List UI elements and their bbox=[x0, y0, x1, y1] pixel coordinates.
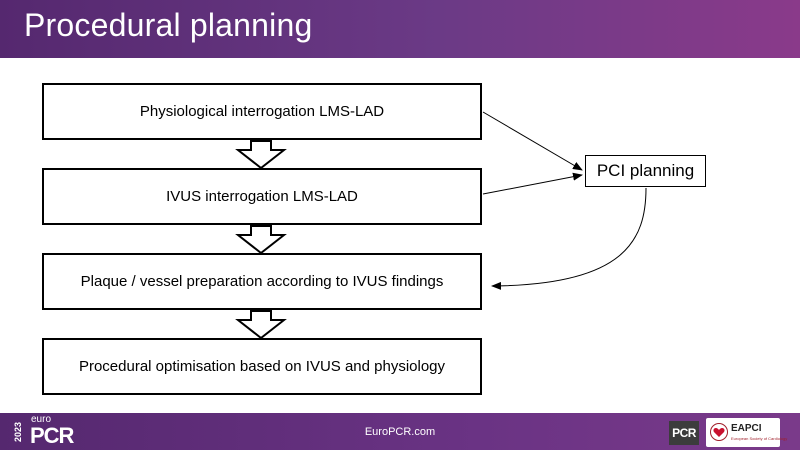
down-arrow-2 bbox=[235, 225, 287, 255]
arrow-pci-to-preparation bbox=[491, 187, 647, 290]
eapci-badge-logo: EAPCI European Society of Cardiology bbox=[706, 418, 787, 447]
step-box-preparation: Plaque / vessel preparation according to… bbox=[42, 253, 482, 310]
europcr-logo: PCR bbox=[30, 423, 74, 448]
step-label: IVUS interrogation LMS-LAD bbox=[166, 188, 358, 205]
eapci-text: EAPCI bbox=[731, 423, 762, 434]
pcr-badge-text: PCR bbox=[672, 426, 696, 440]
eapci-subtitle: European Society of Cardiology bbox=[731, 436, 788, 441]
logo-euro: euro bbox=[31, 414, 52, 425]
arrow-physiology-to-pci bbox=[482, 111, 583, 171]
footer-url: EuroPCR.com bbox=[364, 426, 436, 438]
down-arrow-1 bbox=[235, 140, 287, 170]
pcr-badge-logo: PCR bbox=[669, 421, 699, 445]
step-box-optimisation: Procedural optimisation based on IVUS an… bbox=[42, 338, 482, 395]
heart-icon bbox=[710, 423, 728, 441]
step-label: Procedural optimisation based on IVUS an… bbox=[78, 358, 446, 375]
step-label: Physiological interrogation LMS-LAD bbox=[139, 103, 385, 120]
footer-bar bbox=[0, 413, 800, 450]
step-box-physiological: Physiological interrogation LMS-LAD bbox=[42, 83, 482, 140]
pci-planning-box: PCI planning bbox=[585, 155, 706, 187]
arrow-ivus-to-pci bbox=[482, 172, 583, 195]
pci-planning-label: PCI planning bbox=[596, 161, 695, 180]
step-label: Plaque / vessel preparation according to… bbox=[80, 273, 444, 290]
header-bar: Procedural planning bbox=[0, 0, 800, 58]
page-title: Procedural planning bbox=[24, 7, 313, 43]
down-arrow-3 bbox=[235, 310, 287, 340]
step-box-ivus: IVUS interrogation LMS-LAD bbox=[42, 168, 482, 225]
